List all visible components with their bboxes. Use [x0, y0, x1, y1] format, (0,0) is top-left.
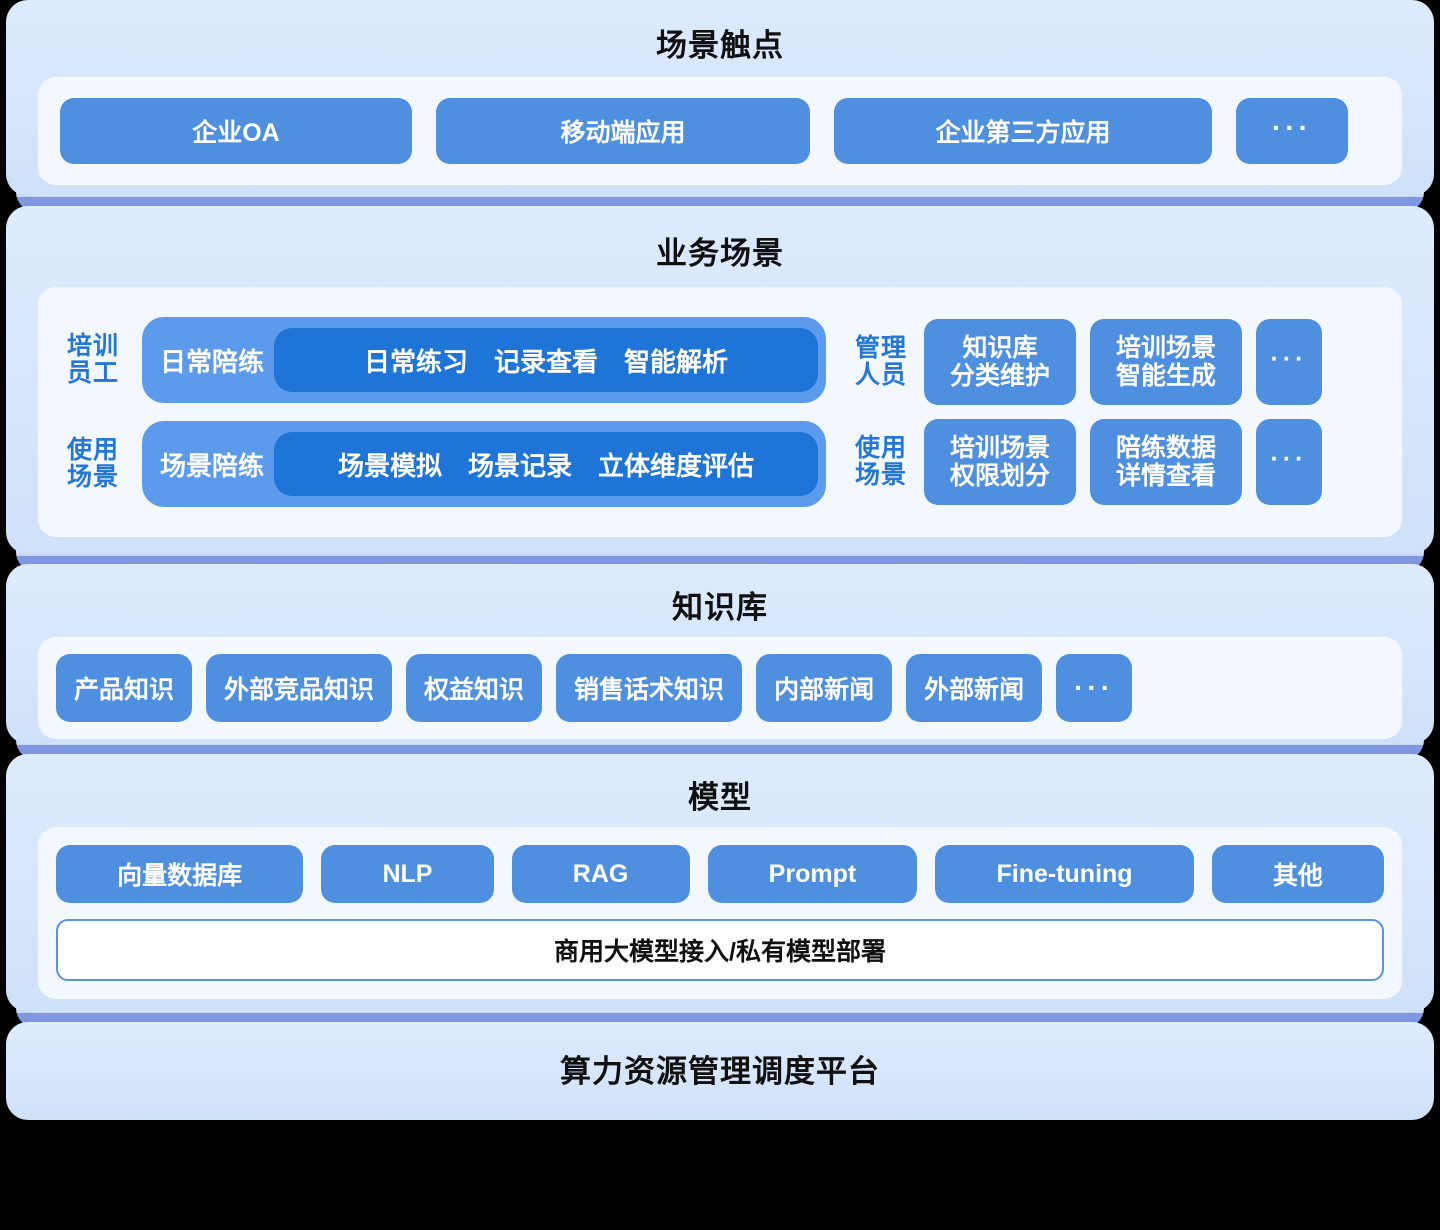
pill-inner-items: 日常练习 记录查看 智能解析	[274, 328, 818, 392]
business-scenario-body: 培训 员工 日常陪练 日常练习 记录查看 智能解析	[38, 287, 1402, 537]
chip-line2: 智能生成	[1115, 362, 1216, 390]
chip-enterprise-thirdparty-app[interactable]: 企业第三方应用	[834, 98, 1212, 164]
model-chip-group: 向量数据库 NLP RAG Prompt Fine-tuning 其他	[56, 845, 1385, 903]
item-daily-practice[interactable]: 日常练习	[363, 346, 468, 377]
chip-line1: 培训场景	[1115, 334, 1216, 362]
layer-plate: 模型 向量数据库 NLP RAG Prompt Fine-tuning 其他 商…	[6, 754, 1434, 1012]
chip-other[interactable]: 其他	[1211, 845, 1385, 903]
chip-line2: 详情查看	[1115, 462, 1216, 490]
item-multidimensional-evaluation[interactable]: 立体维度评估	[598, 450, 755, 481]
chip-vector-database[interactable]: 向量数据库	[56, 845, 304, 903]
item-record-view[interactable]: 记录查看	[494, 346, 599, 377]
chip-more-ellipsis[interactable]: ···	[1256, 419, 1322, 505]
chip-line1: 知识库	[962, 334, 1038, 362]
chip-line1: 培训场景	[949, 434, 1050, 462]
chip-prompt[interactable]: Prompt	[707, 845, 918, 903]
chip-enterprise-oa[interactable]: 企业OA	[60, 98, 412, 164]
row-label-line1: 使用	[66, 436, 119, 464]
layer-plate: 业务场景 培训 员工 日常陪练 日常练习 记录查看 智	[6, 206, 1434, 554]
layer-knowledge-base: 知识库 产品知识 外部竞品知识 权益知识 销售话术知识 内部新闻 外部新闻 ··…	[6, 564, 1434, 760]
layer-plate: 场景触点 企业OA 移动端应用 企业第三方应用 ···	[6, 0, 1434, 196]
row-usage-scenario-right: 使用 场景 培训场景 权限划分 陪练数据 详情查看	[848, 419, 1384, 505]
layer-plate: 算力资源管理调度平台	[6, 1022, 1434, 1120]
row-label-admin-staff: 管理 人员	[848, 335, 914, 389]
row-label-line2: 员工	[66, 359, 119, 387]
row-label-usage-scenario: 使用 场景	[848, 435, 914, 489]
row-label-line2: 场景	[854, 461, 907, 489]
pill-head-label: 日常陪练	[160, 346, 265, 377]
trainee-column: 培训 员工 日常陪练 日常练习 记录查看 智能解析	[56, 307, 826, 517]
item-scenario-record[interactable]: 场景记录	[468, 450, 573, 481]
row-usage-scenario-left: 使用 场景 场景陪练 场景模拟 场景记录 立体维度评估	[56, 421, 826, 507]
chip-external-competitor-knowledge[interactable]: 外部竞品知识	[206, 654, 393, 722]
layer-business-scenarios: 业务场景 培训 员工 日常陪练 日常练习 记录查看 智	[6, 206, 1434, 572]
chip-training-scenario-permission[interactable]: 培训场景 权限划分	[924, 419, 1076, 505]
row-trainee-employee: 培训 员工 日常陪练 日常练习 记录查看 智能解析	[56, 317, 826, 403]
layer-title: 业务场景	[656, 236, 784, 271]
pill-scenario-sparring[interactable]: 场景陪练 场景模拟 场景记录 立体维度评估	[142, 421, 826, 507]
chip-line2: 分类维护	[949, 362, 1050, 390]
layer-title: 模型	[688, 780, 752, 815]
layer-scene-touchpoints: 场景触点 企业OA 移动端应用 企业第三方应用 ···	[6, 0, 1434, 212]
model-body: 向量数据库 NLP RAG Prompt Fine-tuning 其他 商用大模…	[38, 827, 1402, 999]
chip-more-ellipsis[interactable]: ···	[1256, 319, 1322, 405]
layer-title: 算力资源管理调度平台	[560, 1053, 880, 1089]
knowledge-chip-group: 产品知识 外部竞品知识 权益知识 销售话术知识 内部新闻 外部新闻 ···	[38, 637, 1402, 739]
chip-sparring-data-detail[interactable]: 陪练数据 详情查看	[1090, 419, 1242, 505]
chip-fine-tuning[interactable]: Fine-tuning	[935, 845, 1194, 903]
chip-benefit-knowledge[interactable]: 权益知识	[406, 654, 543, 722]
chip-kb-category-maintenance[interactable]: 知识库 分类维护	[924, 319, 1076, 405]
model-deployment-banner: 商用大模型接入/私有模型部署	[56, 919, 1384, 981]
pill-inner-items: 场景模拟 场景记录 立体维度评估	[274, 432, 818, 496]
item-smart-analysis[interactable]: 智能解析	[624, 346, 729, 377]
chip-line1: 陪练数据	[1115, 434, 1216, 462]
chip-product-knowledge[interactable]: 产品知识	[56, 654, 193, 722]
layer-title: 场景触点	[656, 28, 784, 63]
chip-internal-news[interactable]: 内部新闻	[756, 654, 893, 722]
layer-compute-platform: 算力资源管理调度平台	[6, 1022, 1434, 1120]
layer-plate: 知识库 产品知识 外部竞品知识 权益知识 销售话术知识 内部新闻 外部新闻 ··…	[6, 564, 1434, 744]
admin-chip-group: 知识库 分类维护 培训场景 智能生成 ···	[924, 319, 1384, 405]
chip-external-news[interactable]: 外部新闻	[906, 654, 1043, 722]
row-label-line2: 人员	[854, 361, 907, 389]
chip-sales-script-knowledge[interactable]: 销售话术知识	[556, 654, 743, 722]
row-label-trainee-employee: 培训 员工	[56, 333, 130, 387]
row-label-usage-scenario: 使用 场景	[56, 437, 130, 491]
layer-model: 模型 向量数据库 NLP RAG Prompt Fine-tuning 其他 商…	[6, 754, 1434, 1028]
chip-more-ellipsis[interactable]: ···	[1056, 654, 1133, 722]
row-label-line1: 培训	[66, 332, 119, 360]
chip-line2: 权限划分	[949, 462, 1050, 490]
admin-column: 管理 人员 知识库 分类维护 培训场景 智能生成	[848, 307, 1384, 517]
row-label-line1: 管理	[854, 334, 907, 362]
row-admin-staff: 管理 人员 知识库 分类维护 培训场景 智能生成	[848, 319, 1384, 405]
chip-more-ellipsis[interactable]: ···	[1236, 98, 1348, 164]
item-scenario-simulation[interactable]: 场景模拟	[337, 450, 442, 481]
pill-head-label: 场景陪练	[160, 450, 265, 481]
chip-training-scenario-generation[interactable]: 培训场景 智能生成	[1090, 319, 1242, 405]
pill-daily-sparring[interactable]: 日常陪练 日常练习 记录查看 智能解析	[142, 317, 826, 403]
layer-title: 知识库	[672, 590, 768, 625]
row-label-line1: 使用	[854, 434, 907, 462]
touchpoint-chip-group: 企业OA 移动端应用 企业第三方应用 ···	[38, 77, 1402, 185]
chip-mobile-app[interactable]: 移动端应用	[436, 98, 810, 164]
row-label-line2: 场景	[66, 463, 119, 491]
usage-chip-group: 培训场景 权限划分 陪练数据 详情查看 ···	[924, 419, 1384, 505]
chip-rag[interactable]: RAG	[511, 845, 690, 903]
chip-nlp[interactable]: NLP	[321, 845, 494, 903]
